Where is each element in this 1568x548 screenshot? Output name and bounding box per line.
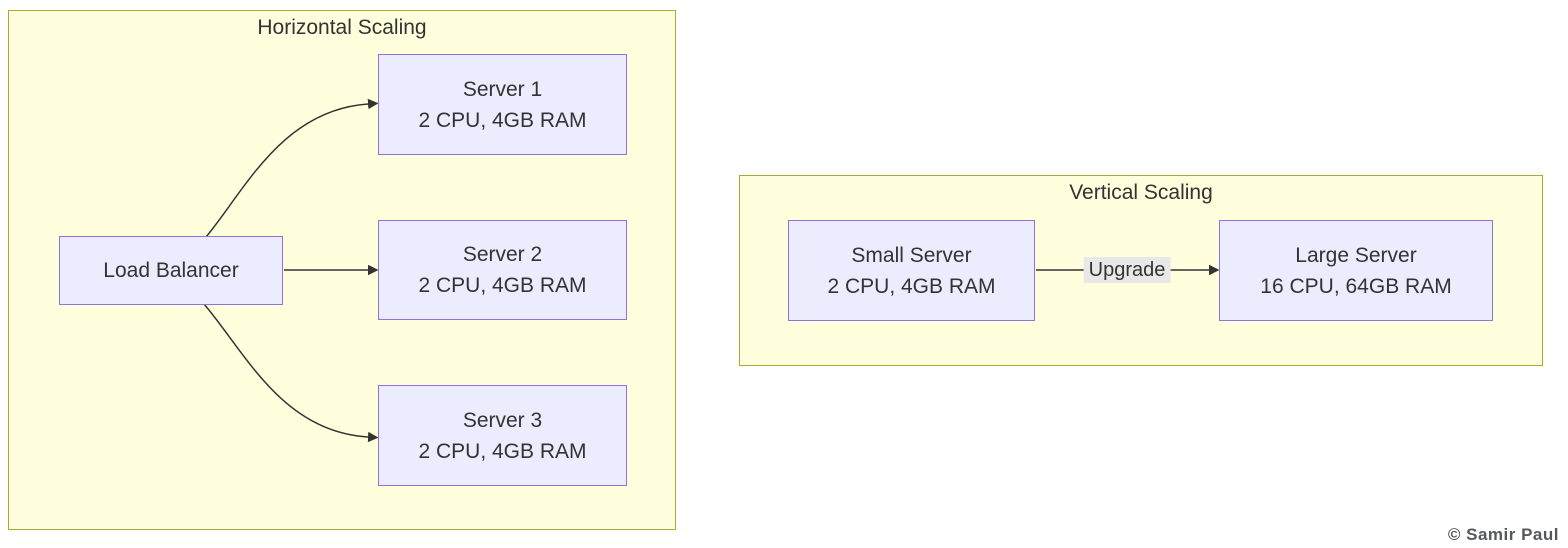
node-server-1-specs: 2 CPU, 4GB RAM <box>418 108 587 132</box>
node-small-server-specs: 2 CPU, 4GB RAM <box>827 274 996 298</box>
node-server-3-specs: 2 CPU, 4GB RAM <box>418 439 587 463</box>
node-load-balancer-label: Load Balancer <box>103 259 239 282</box>
node-server-1: Server 1 2 CPU, 4GB RAM <box>378 54 627 155</box>
node-small-server: Small Server 2 CPU, 4GB RAM <box>788 220 1035 321</box>
node-server-3-name: Server 3 <box>462 408 543 432</box>
node-server-2-specs: 2 CPU, 4GB RAM <box>418 274 587 297</box>
node-load-balancer: Load Balancer <box>59 236 283 305</box>
edge-label-upgrade: Upgrade <box>1083 257 1171 283</box>
node-server-1-name: Server 1 <box>462 77 543 101</box>
node-large-server-specs: 16 CPU, 64GB RAM <box>1260 274 1452 298</box>
cluster-vertical-title: Vertical Scaling <box>1069 181 1213 204</box>
watermark-credit: © Samir Paul <box>1447 525 1559 544</box>
node-server-3: Server 3 2 CPU, 4GB RAM <box>378 385 627 486</box>
node-server-2: Server 2 2 CPU, 4GB RAM <box>378 220 627 320</box>
node-large-server-name: Large Server <box>1295 243 1417 267</box>
node-server-2-name: Server 2 <box>462 243 543 266</box>
node-small-server-name: Small Server <box>851 243 972 267</box>
cluster-horizontal-title: Horizontal Scaling <box>257 16 427 39</box>
node-large-server: Large Server 16 CPU, 64GB RAM <box>1219 220 1493 321</box>
